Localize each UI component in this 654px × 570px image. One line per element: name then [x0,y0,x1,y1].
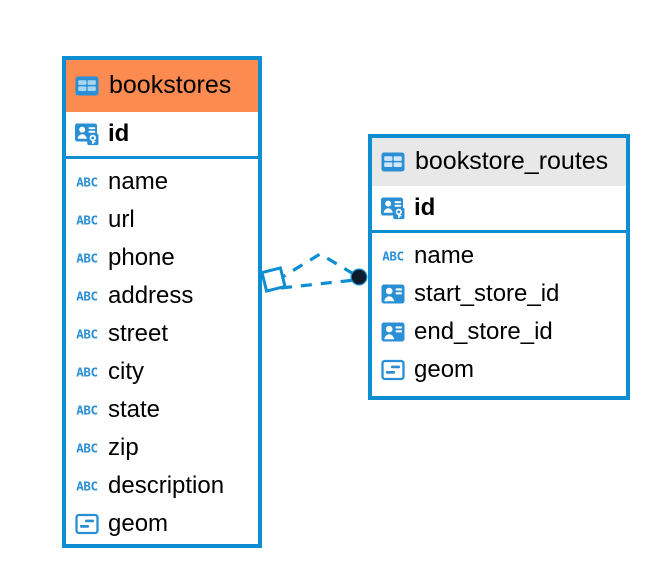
text-type-icon: ABC [76,327,98,342]
svg-text:ABC: ABC [76,441,97,456]
svg-text:ABC: ABC [76,403,97,418]
text-type-icon: ABC [76,441,98,456]
field-row-bookstores-street[interactable]: ABC street [66,315,258,353]
field-row-bookstores-zip[interactable]: ABC zip [66,429,258,467]
field-row-bookstores-phone[interactable]: ABC phone [66,239,258,277]
field-label-bookstores-phone: phone [108,244,175,271]
field-label-bookstores-city: city [108,358,144,385]
text-type-icon: ABC [76,365,98,380]
svg-text:ABC: ABC [76,479,97,494]
field-row-bookstores-description[interactable]: ABC description [66,467,258,505]
filled-circle-endpoint-icon[interactable] [350,268,368,286]
field-label-bookstores-street: street [108,320,169,347]
field-label-bookstores-description: description [108,472,225,499]
text-type-icon: ABC [76,403,98,418]
svg-text:ABC: ABC [76,365,97,380]
text-type-icon: ABC [76,213,98,228]
relationship-edge-lower [280,278,356,290]
field-row-bookstore-routes-id[interactable]: id [372,186,626,230]
table-icon [75,76,99,95]
entity-bookstores-header[interactable]: bookstores [66,60,258,112]
field-row-bookstores-name[interactable]: ABC name [66,163,258,201]
field-row-bookstores-city[interactable]: ABC city [66,353,258,391]
entity-bookstores-title: bookstores [109,71,232,99]
field-label-bookstores-address: address [108,282,194,309]
svg-text:ABC: ABC [382,249,403,264]
field-label-bookstores-id: id [108,120,130,147]
field-label-bookstore-routes-start_store_id: start_store_id [414,280,560,307]
svg-text:ABC: ABC [76,251,97,266]
field-label-bookstores-url: url [108,206,135,233]
geometry-type-icon [381,359,405,381]
field-label-bookstores-state: state [108,396,161,423]
text-type-icon: ABC [76,289,98,304]
svg-text:ABC: ABC [76,289,97,304]
field-label-bookstore-routes-end_store_id: end_store_id [414,318,553,345]
entity-bookstores-pk-section: id [66,112,258,159]
field-row-bookstore-routes-start_store_id[interactable]: start_store_id [372,275,626,313]
text-type-icon: ABC [76,479,98,494]
text-type-icon: ABC [76,251,98,266]
diamond-endpoint-icon[interactable] [260,266,287,293]
geometry-type-icon [75,513,99,535]
relationship-edge-upper [275,252,358,283]
entity-bookstore-routes-title: bookstore_routes [415,147,609,175]
field-row-bookstore-routes-geom[interactable]: geom [372,351,626,389]
primary-key-icon [75,123,99,146]
foreign-key-icon [381,322,405,342]
svg-text:ABC: ABC [76,175,97,190]
entity-bookstore-routes-pk-section: id [372,186,626,233]
field-row-bookstore-routes-end_store_id[interactable]: end_store_id [372,313,626,351]
primary-key-icon [381,197,405,220]
field-label-bookstore-routes-id: id [414,194,436,221]
field-row-bookstore-routes-name[interactable]: ABC name [372,237,626,275]
field-row-bookstores-state[interactable]: ABC state [66,391,258,429]
field-label-bookstores-zip: zip [108,434,139,461]
field-label-bookstores-geom: geom [108,510,169,537]
field-row-bookstores-id[interactable]: id [66,112,258,156]
entity-bookstore-routes-header[interactable]: bookstore_routes [372,138,626,186]
field-label-bookstore-routes-geom: geom [414,356,475,383]
svg-text:ABC: ABC [76,213,97,228]
field-row-bookstores-address[interactable]: ABC address [66,277,258,315]
text-type-icon: ABC [76,175,98,190]
text-type-icon: ABC [382,249,404,264]
foreign-key-icon [381,284,405,304]
field-row-bookstores-url[interactable]: ABC url [66,201,258,239]
svg-text:ABC: ABC [76,327,97,342]
field-row-bookstores-geom[interactable]: geom [66,505,258,543]
table-icon [381,152,405,171]
field-label-bookstores-name: name [108,168,169,195]
field-label-bookstore-routes-name: name [414,242,475,269]
